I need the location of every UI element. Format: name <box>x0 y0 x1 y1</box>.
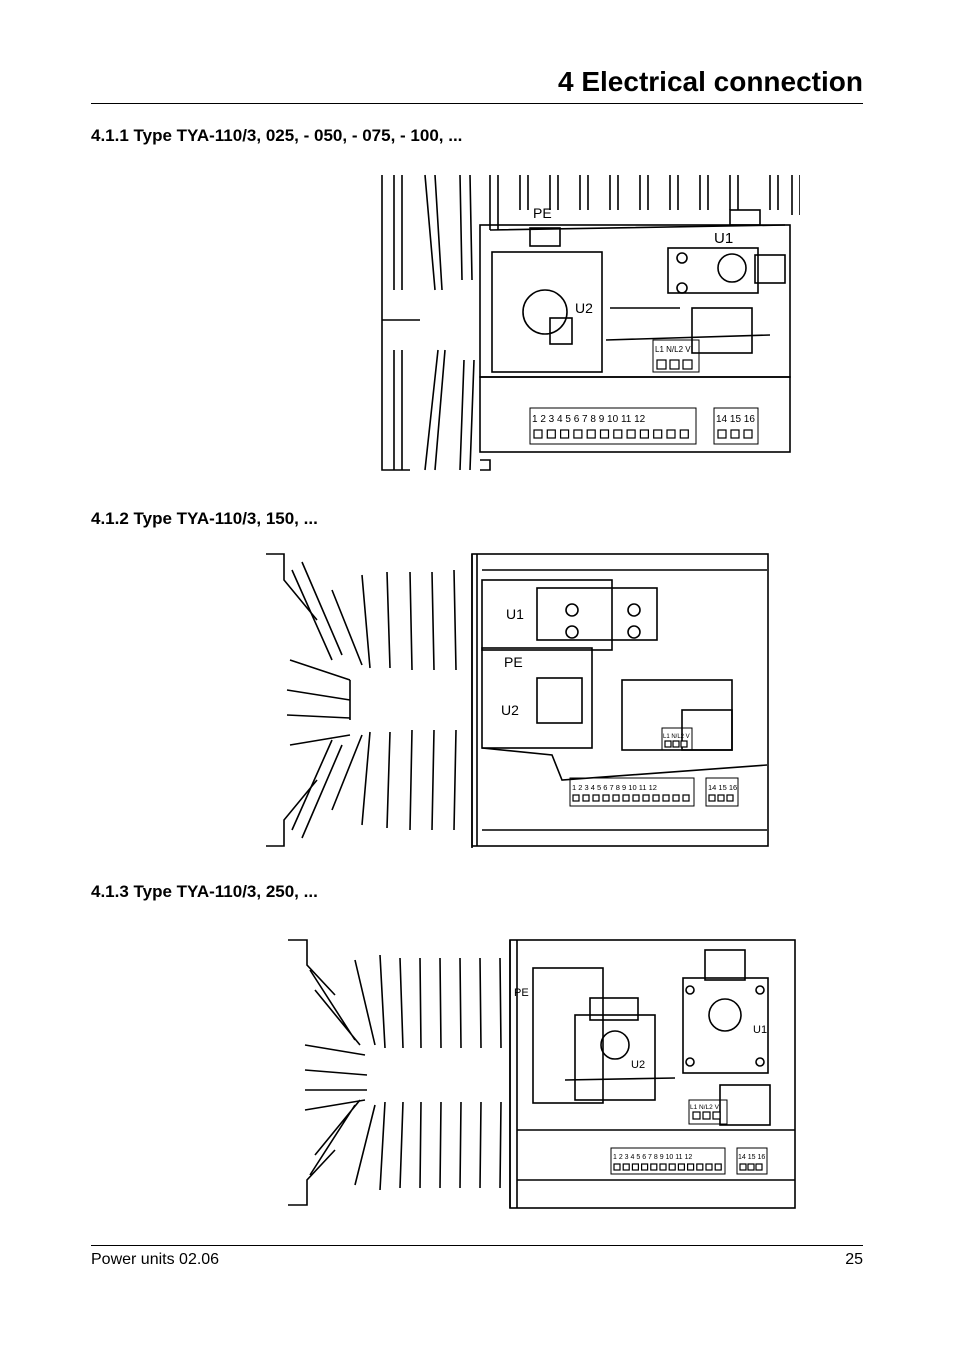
control-terminal <box>602 794 610 802</box>
supply-terminal-block: L1 N/L2 V <box>688 1099 728 1125</box>
diagram-tya-250: L1 N/L2 V 1 2 3 4 5 6 7 8 9 10 11 12 14 … <box>285 930 800 1215</box>
u2-label: U2 <box>501 702 519 718</box>
control-terminal <box>705 1163 713 1171</box>
pe-label: PE <box>504 654 523 670</box>
control-terminal <box>672 794 680 802</box>
control-terminal <box>668 1163 676 1171</box>
control-terminal <box>572 794 580 802</box>
control-terminal <box>622 1163 630 1171</box>
aux-terminal-block: 14 15 16 <box>705 777 739 807</box>
control-terminal <box>652 794 660 802</box>
control-terminals-label: 1 2 3 4 5 6 7 8 9 10 11 12 <box>613 1154 692 1161</box>
control-terminal <box>639 429 649 439</box>
control-terminal-block: 1 2 3 4 5 6 7 8 9 10 11 12 <box>569 777 695 807</box>
footer-page-number: 25 <box>845 1251 863 1268</box>
control-terminals-label: 1 2 3 4 5 6 7 8 9 10 11 12 <box>572 783 657 792</box>
section-heading-4-1-3: 4.1.3 Type TYA-110/3, 250, ... <box>91 882 318 901</box>
diagram-tya-025-100: L1 N/L2 V 1 2 3 4 5 6 7 8 9 10 11 12 14 … <box>380 170 800 475</box>
section-heading-4-1-1: 4.1.1 Type TYA-110/3, 025, - 050, - 075,… <box>91 126 463 145</box>
pe-label: PE <box>533 205 552 221</box>
control-terminal <box>582 794 590 802</box>
control-terminal <box>599 429 610 439</box>
u2-label: U2 <box>575 300 593 316</box>
control-terminal <box>687 1163 695 1171</box>
aux-terminal-block: 14 15 16 <box>713 407 759 445</box>
section-heading-4-1-2: 4.1.2 Type TYA-110/3, 150, ... <box>91 509 318 528</box>
control-terminal <box>641 1163 649 1171</box>
control-terminal <box>612 794 620 802</box>
diagram-tya-150: L1 N/L2 V 1 2 3 4 5 6 7 8 9 10 11 12 14 … <box>262 550 772 852</box>
supply-terminal-block: L1 N/L2 V <box>652 339 700 373</box>
u1-label: U1 <box>714 230 733 247</box>
control-terminal <box>631 1163 639 1171</box>
control-terminal <box>586 429 596 439</box>
control-terminal-block: 1 2 3 4 5 6 7 8 9 10 11 12 <box>610 1147 726 1175</box>
control-terminal <box>642 794 650 802</box>
control-terminal <box>662 794 670 802</box>
pe-label: PE <box>514 987 529 999</box>
supply-terminals-label: L1 N/L2 V <box>690 1104 720 1111</box>
control-terminal <box>696 1163 704 1171</box>
control-terminal <box>533 429 543 439</box>
control-terminal <box>592 794 600 802</box>
housing <box>479 209 791 453</box>
header-rule <box>91 103 863 104</box>
control-terminal <box>613 429 623 439</box>
heatsink <box>381 174 800 471</box>
control-terminal <box>613 1163 621 1171</box>
u1-label: U1 <box>506 606 524 622</box>
control-terminal <box>546 429 556 439</box>
control-terminal <box>659 1163 667 1171</box>
control-terminal <box>573 429 583 439</box>
heatsink <box>288 939 511 1208</box>
control-terminal <box>714 1163 722 1171</box>
housing <box>509 939 796 1209</box>
control-terminal <box>650 1163 658 1171</box>
aux-terminal-block: 14 15 16 <box>736 1147 768 1175</box>
control-terminal <box>677 1163 685 1171</box>
footer-document-name: Power units 02.06 <box>91 1251 220 1268</box>
u1-label: U1 <box>753 1024 767 1036</box>
control-terminal <box>622 794 630 802</box>
housing <box>471 553 769 847</box>
control-terminal <box>666 429 676 439</box>
supply-terminals-label: L1 N/L2 V <box>663 734 690 740</box>
aux-terminals-label: 14 15 16 <box>708 783 737 792</box>
supply-terminals-label: L1 N/L2 V <box>655 345 691 354</box>
control-terminals-label: 1 2 3 4 5 6 7 8 9 10 11 12 <box>532 414 646 425</box>
u2-label: U2 <box>631 1059 645 1071</box>
control-terminal <box>653 429 663 439</box>
control-terminal <box>682 794 690 802</box>
supply-terminal-block: L1 N/L2 V <box>661 727 693 751</box>
footer-rule <box>91 1245 863 1246</box>
control-terminal <box>560 429 570 439</box>
control-terminal <box>679 429 689 439</box>
control-terminal <box>626 429 636 439</box>
control-terminal-block: 1 2 3 4 5 6 7 8 9 10 11 12 <box>529 407 697 445</box>
aux-terminals-label: 14 15 16 <box>716 414 755 425</box>
control-terminal <box>632 794 640 802</box>
chapter-title: 4 Electrical connection <box>558 66 863 97</box>
heatsink <box>266 553 473 848</box>
aux-terminals-label: 14 15 16 <box>738 1154 765 1161</box>
